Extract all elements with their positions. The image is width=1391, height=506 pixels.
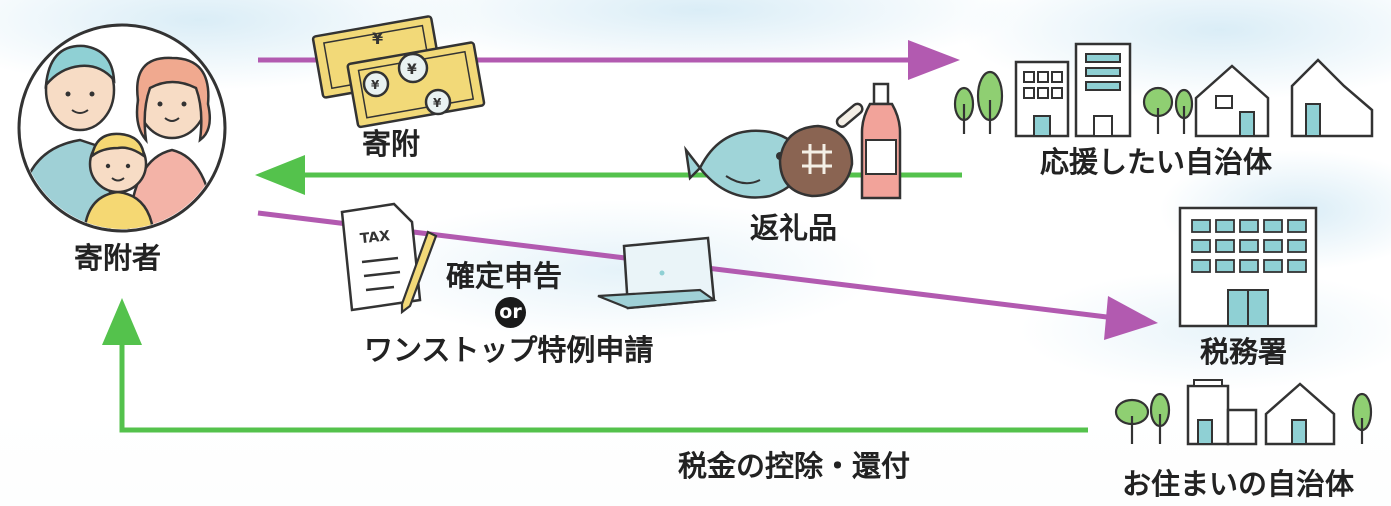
tax-office-label: 税務署 — [1200, 335, 1288, 369]
bottle-icon — [860, 82, 902, 200]
municipality-buildings-icon — [953, 42, 1374, 138]
yen-symbol: ¥ — [371, 78, 380, 92]
yen-symbol: ¥ — [433, 96, 442, 110]
donor-family-illustration — [17, 23, 227, 233]
deduction-arrow — [102, 298, 1088, 433]
donation-label: 寄附 — [362, 127, 421, 161]
laptop-icon — [597, 236, 718, 310]
yen-symbol: ¥ — [372, 29, 383, 48]
fish-icon — [684, 129, 808, 199]
tax-deduction-label: 税金の控除・還付 — [678, 449, 911, 483]
home-municipality-buildings-icon — [1114, 379, 1373, 446]
or-badge: or — [495, 297, 526, 328]
tax-office-building-icon — [1178, 206, 1318, 328]
tax-text: TAX — [359, 228, 391, 247]
target-municipality-label: 応援したい自治体 — [1040, 145, 1273, 179]
tax-document-icon — [340, 202, 438, 315]
donor-label: 寄附者 — [74, 241, 162, 275]
one-stop-application-label: ワンストップ特例申請 — [364, 333, 654, 367]
yen-symbol: ¥ — [407, 62, 417, 78]
home-municipality-label: お住まいの自治体 — [1122, 467, 1355, 501]
tax-filing-label: 確定申告 — [446, 259, 563, 293]
meat-icon — [778, 102, 864, 198]
return-gift-arrow — [255, 155, 962, 195]
money-icon — [311, 15, 486, 129]
return-gift-label: 返礼品 — [750, 211, 838, 245]
